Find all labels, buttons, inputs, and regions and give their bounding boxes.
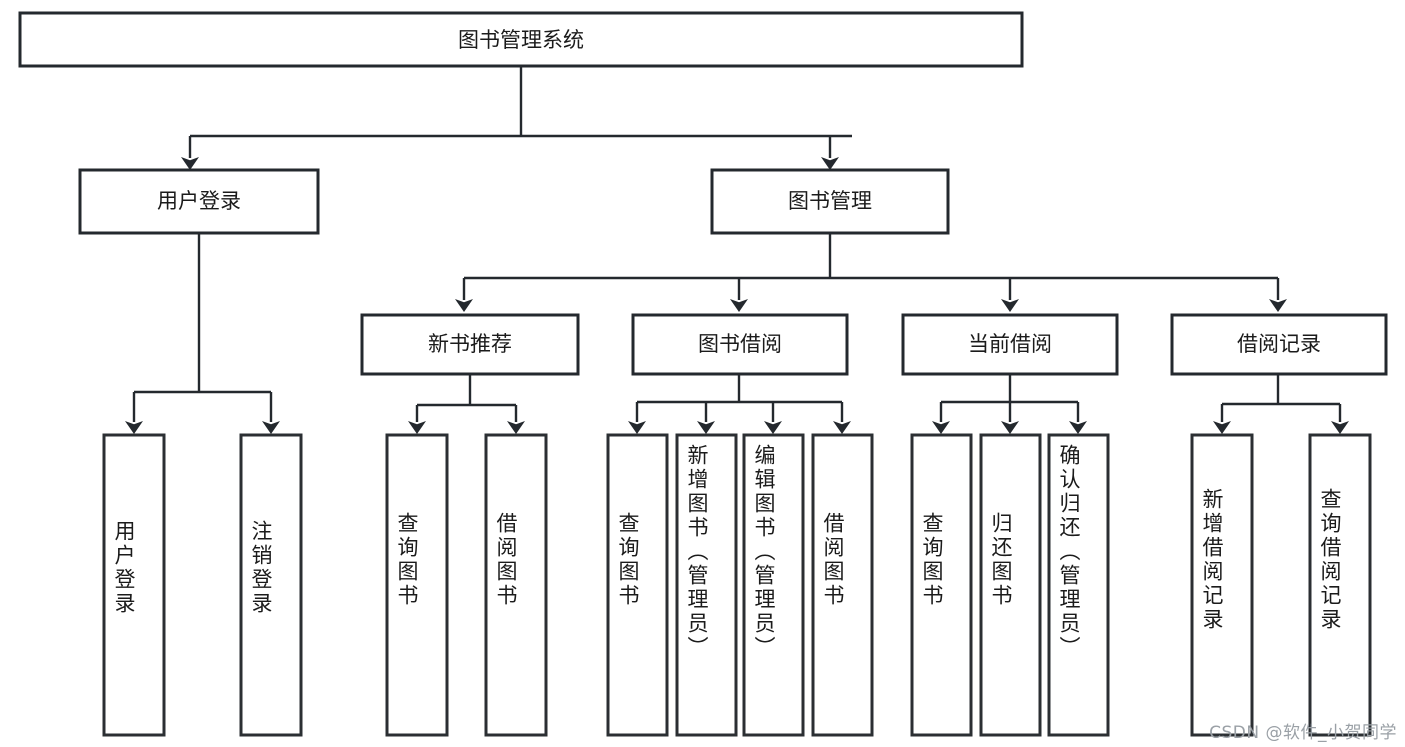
edge-root-to-level2 (181, 66, 852, 170)
leaf-currentborrow-confirm[interactable] (1047, 433, 1110, 737)
node-root-label: 图书管理系统 (458, 28, 584, 52)
leaf-bookborrow-borrow[interactable] (811, 433, 874, 737)
leaf-newbook-borrow[interactable] (484, 433, 548, 737)
node-new-book-recommend[interactable] (360, 313, 580, 376)
leaf-bookborrow-edit[interactable] (742, 433, 805, 737)
node-root[interactable] (18, 11, 1024, 68)
leaf-bookborrow-query[interactable] (606, 433, 669, 737)
node-current-borrow[interactable] (901, 313, 1119, 376)
edge-userlogin-to-leaves (125, 233, 280, 434)
node-book-borrow-label: 图书借阅 (698, 332, 782, 356)
node-borrow-record-label: 借阅记录 (1237, 332, 1321, 356)
node-borrow-record[interactable] (1170, 313, 1388, 376)
node-current-borrow-label: 当前借阅 (968, 332, 1052, 356)
leaf-user-login-logout[interactable] (239, 433, 303, 737)
leaf-newbook-query[interactable] (385, 433, 449, 737)
edge-currentborrow-to-leaves (932, 374, 1087, 434)
node-book-management[interactable] (710, 168, 950, 235)
edge-bookborrow-to-leaves (628, 374, 851, 434)
edge-newbook-to-leaves (408, 374, 525, 434)
node-new-book-recommend-label: 新书推荐 (428, 332, 512, 356)
csdn-watermark: CSDN @软件_小贺同学 (1209, 723, 1397, 743)
leaf-bookborrow-add[interactable] (675, 433, 738, 737)
leaf-user-login-login[interactable] (102, 433, 166, 737)
node-book-borrow[interactable] (631, 313, 849, 376)
node-user-login-label: 用户登录 (157, 189, 241, 213)
leaf-borrowrecord-query[interactable] (1308, 433, 1372, 737)
edge-borrowrecord-to-leaves (1213, 374, 1349, 434)
node-book-management-label: 图书管理 (788, 189, 872, 213)
leaf-currentborrow-query[interactable] (910, 433, 973, 737)
leaf-currentborrow-return[interactable] (979, 433, 1042, 737)
node-user-login[interactable] (78, 168, 320, 235)
leaf-borrowrecord-add[interactable] (1190, 433, 1254, 737)
edge-bookmgmt-to-level3 (455, 233, 1287, 312)
